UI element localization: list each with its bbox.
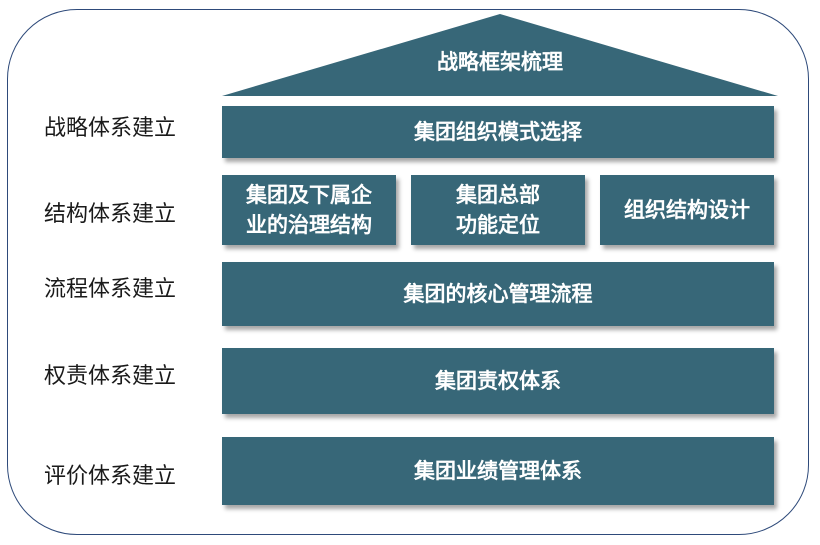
box-core-process: 集团的核心管理流程 [222,262,774,326]
side-label-process: 流程体系建立 [44,277,177,302]
diagram-frame [7,9,809,535]
roof-label: 战略框架梳理 [437,50,563,74]
box-authority-system: 集团责权体系 [222,348,774,414]
box-text: 集团业绩管理体系 [414,459,582,483]
side-label-structure: 结构体系建立 [44,202,177,227]
side-label-strategy: 战略体系建立 [44,116,177,141]
box-text: 集团的核心管理流程 [403,282,593,306]
box-text: 组织结构设计 [624,198,750,222]
box-hq-function: 集团总部 功能定位 [411,175,585,245]
box-governance-structure: 集团及下属企 业的治理结构 [222,175,396,245]
side-label-authority: 权责体系建立 [44,364,177,389]
box-text: 集团责权体系 [435,369,561,393]
roof-triangle [222,14,778,96]
box-group-org-mode: 集团组织模式选择 [222,106,774,158]
box-performance-system: 集团业绩管理体系 [222,437,774,505]
box-text-line-1: 集团总部 [456,183,540,207]
box-org-structure-design: 组织结构设计 [600,175,774,245]
box-text-line-1: 集团及下属企 [246,183,372,207]
box-text-line-2: 业的治理结构 [246,213,372,237]
side-label-evaluation: 评价体系建立 [44,464,177,489]
box-text-line-2: 功能定位 [456,213,540,237]
box-text: 集团组织模式选择 [414,120,582,144]
roof-shape [222,14,778,96]
